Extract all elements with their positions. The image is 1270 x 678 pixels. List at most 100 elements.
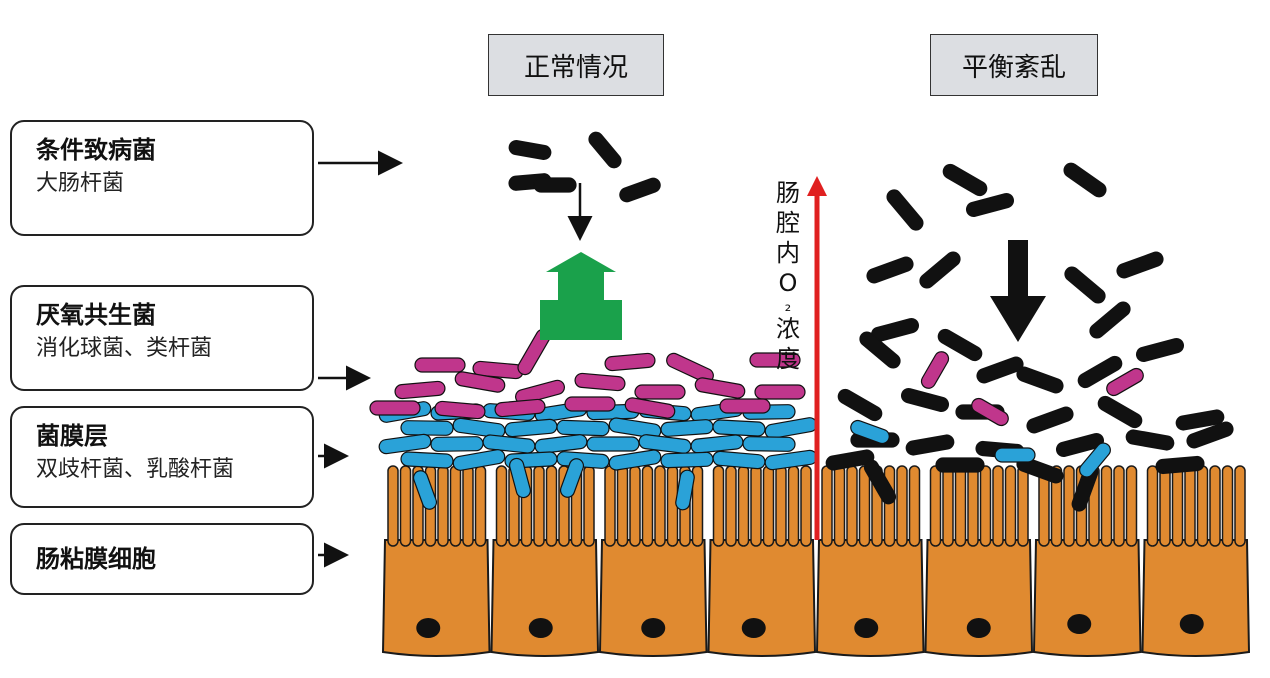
o2-char: ₂ (784, 296, 792, 315)
pathogen-bacterium (1116, 251, 1164, 279)
anaerobe-bacterium (564, 396, 616, 412)
anaerobe-bacterium (414, 357, 466, 373)
microvillus (1125, 465, 1138, 547)
pathogen-bacterium (937, 328, 983, 362)
anaerobe-bacterium (515, 379, 565, 405)
cell-nucleus (741, 618, 766, 638)
biofilm-bacterium (430, 436, 484, 452)
microvillus (641, 465, 654, 547)
microvillus (616, 465, 629, 547)
anaerobe-bacterium (624, 397, 676, 419)
microvillus (604, 465, 616, 547)
biofilm-bacterium (534, 434, 588, 454)
biofilm-bacterium (742, 436, 796, 452)
microvillus (800, 465, 812, 547)
microvillus (1113, 465, 1125, 547)
anaerobe-bacterium (1106, 367, 1144, 397)
pathogen-bacterium (976, 356, 1024, 384)
biofilm-bacterium (764, 417, 818, 439)
pathogen-bacterium (935, 457, 985, 473)
microvillus (929, 465, 942, 547)
microvillus (896, 465, 908, 547)
microvillus (387, 465, 399, 547)
microvillus (954, 465, 967, 547)
pathogen-bacterium (508, 139, 552, 161)
cell-nucleus (854, 618, 879, 638)
big-down-arrow (990, 240, 1046, 342)
microvillus (533, 465, 545, 547)
epithelial-cell (924, 465, 1034, 657)
anaerobe-bacterium (394, 380, 446, 400)
microvillus (1196, 465, 1209, 547)
cell-nucleus (1067, 614, 1092, 634)
label-pointer-arrows (318, 150, 403, 568)
anaerobe-bacterium (754, 384, 806, 400)
pathogen-bacterium (1175, 409, 1225, 431)
microvillus (583, 465, 595, 547)
pathogen-bacterium (886, 189, 924, 231)
cell-nucleus (416, 618, 441, 638)
biofilm-bacterium (675, 469, 695, 511)
microvillus (750, 465, 762, 547)
anaerobe-bacterium (434, 400, 486, 420)
microvillus (712, 465, 725, 547)
pathogen-bacterium (619, 177, 661, 203)
anaerobe-bacterium (749, 352, 801, 368)
biofilm-bacterium (400, 451, 454, 469)
label-anaerobic-commensal: 厌氧共生菌 消化球菌、类杆菌 (10, 285, 314, 391)
anaerobe-bacterium (666, 352, 714, 384)
o2-char: 腔 (776, 209, 800, 237)
anaerobe-bacterium (719, 398, 771, 414)
biofilm-bacterium (586, 436, 640, 452)
microvillus (787, 465, 800, 547)
epithelial-cell (815, 465, 925, 657)
pathogen-bacterium (1125, 429, 1175, 451)
pathogen-bacterium (1089, 301, 1131, 339)
anaerobe-bacterium (604, 352, 656, 372)
biofilm-bacterium (1079, 442, 1111, 478)
microvillus (495, 465, 508, 547)
pathogen-bacterium (863, 459, 897, 505)
microvillus (1234, 465, 1246, 547)
pathogen-bacterium (1097, 395, 1143, 429)
microvillus (654, 465, 666, 547)
biofilm-bacterium (994, 447, 1036, 463)
microvillus (1050, 465, 1063, 547)
pathogen-bacterium (1155, 455, 1205, 475)
microvillus (775, 465, 787, 547)
microvillus (737, 465, 750, 547)
microvillus (908, 465, 921, 547)
label-subtitle: 消化球菌、类杆菌 (36, 336, 213, 361)
microvillus (474, 465, 487, 547)
o2-char: 肠 (776, 179, 800, 207)
biofilm-bacterium (608, 449, 662, 471)
pathogen-bacterium (837, 388, 883, 422)
microvillus (942, 465, 954, 547)
label-opportunistic-pathogen: 条件致病菌 大肠杆菌 (10, 120, 314, 236)
pathogen-bacterium (825, 449, 875, 471)
epithelial-cell (381, 465, 491, 657)
microvillus (979, 465, 992, 547)
microvillus (1221, 465, 1234, 547)
biofilm-bacterium (504, 418, 558, 438)
biofilm-bacterium (412, 470, 438, 510)
pathogen-bacterium (1186, 421, 1234, 449)
biofilm-bacterium (452, 449, 506, 471)
o2-char: 内 (776, 239, 800, 267)
pathogen-bacterium (1055, 433, 1105, 457)
anaerobe-bacterium (634, 384, 686, 400)
epithelial-cells (381, 465, 1251, 657)
header-dysbiosis: 平衡紊乱 (930, 34, 1098, 96)
microvillus (858, 465, 871, 547)
cell-nucleus (1179, 614, 1204, 634)
anaerobe-bacterium (574, 372, 626, 392)
biofilm-bacterium (556, 419, 610, 437)
pathogen-bacterium (942, 163, 988, 197)
biofilm-bacterium (690, 434, 744, 454)
microvillus (833, 465, 846, 547)
microvillus (1017, 465, 1029, 547)
microvillus (1159, 465, 1171, 547)
epithelial-cell (1141, 465, 1251, 657)
epithelial-cell (490, 465, 600, 657)
microvillus (1100, 465, 1113, 547)
